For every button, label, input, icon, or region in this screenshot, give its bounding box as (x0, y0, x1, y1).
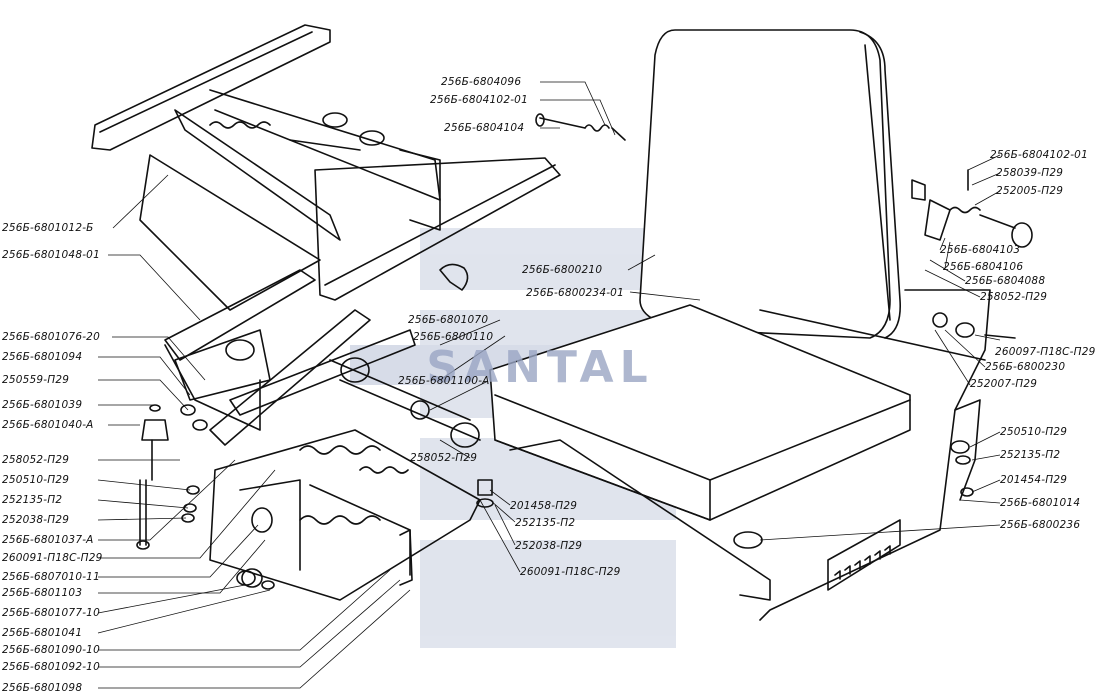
label-252038-p29-mid: 252038-П29 (515, 540, 583, 552)
label-258052-p29: 258052-П29 (2, 454, 70, 466)
label-256b-6807010-11: 256Б-6807010-11 (2, 571, 100, 583)
upper-rail-frame (91, 24, 561, 311)
label-260091-p18s-p29-mid: 260091-П18С-П29 (520, 566, 621, 578)
label-256b-6801037-a: 256Б-6801037-А (2, 534, 94, 546)
label-256b-6801048-01: 256Б-6801048-01 (2, 249, 100, 261)
seat-cushion (489, 304, 911, 521)
label-260097-p18s-p29: 260097-П18С-П29 (995, 346, 1096, 358)
label-256b-6800210: 256Б-6800210 (522, 264, 603, 276)
label-252135-p2-right: 252135-П2 (1000, 449, 1061, 461)
label-256b-6801090-10: 256Б-6801090-10 (2, 644, 100, 656)
label-256b-6801040-a: 256Б-6801040-А (2, 419, 94, 431)
label-260091-p18s-p29: 260091-П18С-П29 (2, 552, 103, 564)
label-256b-6801077-10: 256Б-6801077-10 (2, 607, 100, 619)
label-256b-6804103: 256Б-6804103 (940, 244, 1021, 256)
label-258052-p29-mid: 258052-П29 (410, 452, 478, 464)
label-256b-6801076-20: 256Б-6801076-20 (2, 331, 100, 343)
seat-base-frame (509, 289, 991, 621)
label-256b-6800110: 256Б-6800110 (413, 331, 494, 343)
label-201454-p29: 201454-П29 (1000, 474, 1068, 486)
label-256b-6800234-01: 256Б-6800234-01 (526, 287, 624, 299)
label-201458-p29: 201458-П29 (510, 500, 578, 512)
label-252135-p2-mid: 252135-П2 (515, 517, 576, 529)
label-256b-6800236: 256Б-6800236 (1000, 519, 1081, 531)
label-256b-6801092-10: 256Б-6801092-10 (2, 661, 100, 673)
label-256b-6801070: 256Б-6801070 (408, 314, 489, 326)
label-256b-6804096: 256Б-6804096 (441, 76, 522, 88)
label-256b-6801098: 256Б-6801098 (2, 682, 83, 694)
washer (261, 580, 275, 590)
label-252005-p29: 252005-П29 (996, 185, 1064, 197)
label-256b-6801039: 256Б-6801039 (2, 399, 83, 411)
label-252038-p29: 252038-П29 (2, 514, 70, 526)
label-250510-p29: 250510-П29 (2, 474, 70, 486)
label-258052-p29-right: 258052-П29 (980, 291, 1048, 303)
label-250510-p29-right: 250510-П29 (1000, 426, 1068, 438)
label-256b-6800230: 256Б-6800230 (985, 361, 1066, 373)
label-256b-6804104: 256Б-6804104 (444, 122, 525, 134)
left-fasteners (136, 404, 208, 550)
roller (241, 568, 263, 588)
label-256b-6801103: 256Б-6801103 (2, 587, 83, 599)
label-256b-6804106: 256Б-6804106 (943, 261, 1024, 273)
lower-base-springs (209, 429, 481, 601)
label-256b-6801100-a: 256Б-6801100-А (398, 375, 490, 387)
label-256b-6801012-b: 256Б-6801012-Б (2, 222, 94, 234)
seat-backrest (639, 29, 902, 339)
label-256b-6804102-01-right: 256Б-6804102-01 (990, 149, 1088, 161)
label-256b-6804102-01-top: 256Б-6804102-01 (430, 94, 528, 106)
leader-lines (97, 81, 1001, 689)
label-256b-6801014: 256Б-6801014 (1000, 497, 1081, 509)
watermark-text: SANTAL (426, 342, 653, 393)
label-250559-p29: 250559-П29 (2, 374, 70, 386)
scissor-linkage (164, 263, 481, 448)
label-256b-6804088: 256Б-6804088 (965, 275, 1046, 287)
label-256b-6801041: 256Б-6801041 (2, 627, 83, 639)
label-252135-p2: 252135-П2 (2, 494, 63, 506)
label-252007-p29: 252007-П29 (970, 378, 1038, 390)
recline-knob-assembly (911, 169, 1033, 339)
label-256b-6801094: 256Б-6801094 (2, 351, 83, 363)
label-258039-p29: 258039-П29 (996, 167, 1064, 179)
